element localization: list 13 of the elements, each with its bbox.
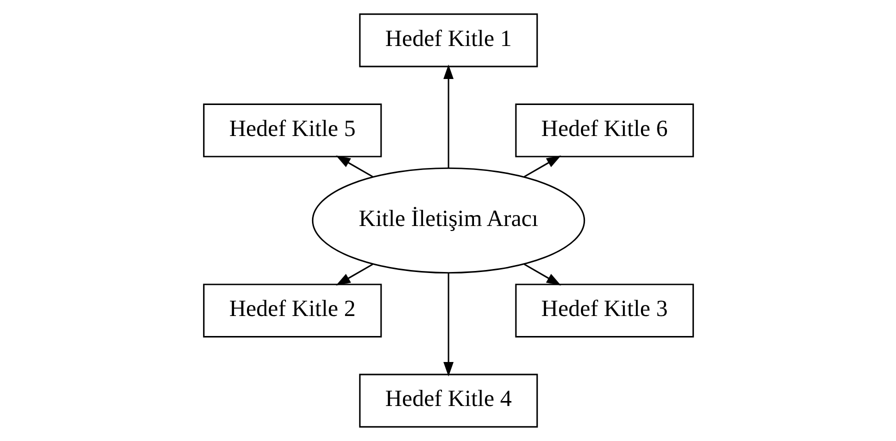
node-box: Hedef Kitle 5 xyxy=(202,104,382,158)
arrow xyxy=(523,155,561,178)
arrow xyxy=(523,264,561,286)
arrow xyxy=(442,273,454,377)
arrow xyxy=(335,264,373,286)
arrow xyxy=(335,155,373,178)
node-box: Hedef Kitle 4 xyxy=(358,374,538,428)
node-box: Hedef Kitle 1 xyxy=(358,13,538,68)
node-box: Hedef Kitle 6 xyxy=(514,104,694,158)
node-ellipse: Kitle İletişim Aracı xyxy=(311,167,585,274)
arrow xyxy=(442,64,454,168)
node-box: Hedef Kitle 2 xyxy=(202,284,382,338)
node-box: Hedef Kitle 3 xyxy=(514,284,694,338)
